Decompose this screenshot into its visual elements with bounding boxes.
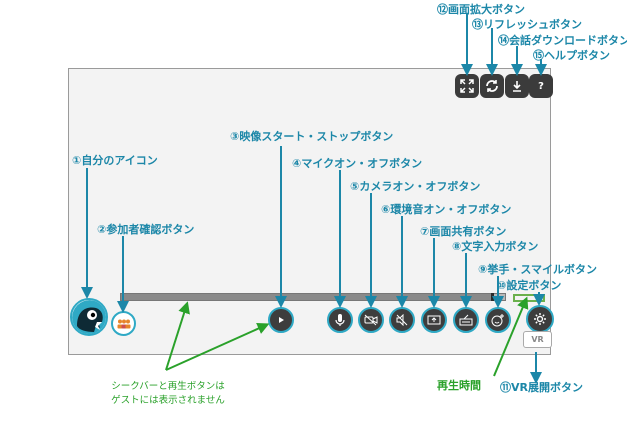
own-avatar[interactable] bbox=[70, 298, 108, 336]
help-icon: ? bbox=[538, 80, 544, 92]
label-settings: ⑩設定ボタン bbox=[497, 279, 562, 292]
download-button[interactable] bbox=[505, 74, 529, 98]
label-refresh: ⑬リフレッシュボタン bbox=[472, 18, 582, 31]
label-help: ⑮ヘルプボタン bbox=[533, 49, 610, 62]
label-screen-share: ⑦画面共有ボタン bbox=[420, 225, 507, 238]
smile-plus-icon bbox=[491, 314, 504, 327]
guest-note-line-2: ゲストには表示されません bbox=[111, 395, 225, 406]
refresh-button[interactable] bbox=[480, 74, 504, 98]
label-ambient: ⑥環境音オン・オフボタン bbox=[381, 203, 512, 216]
own-avatar-icon bbox=[72, 300, 106, 334]
mic-button[interactable] bbox=[327, 307, 353, 333]
participants-icon bbox=[117, 319, 130, 328]
raise-hand-button[interactable] bbox=[485, 307, 511, 333]
refresh-icon bbox=[486, 80, 498, 92]
label-download: ⑭会話ダウンロードボタン bbox=[498, 34, 627, 47]
camera-button[interactable] bbox=[358, 307, 384, 333]
keyboard-icon bbox=[459, 314, 473, 326]
label-camera: ⑤カメラオン・オフボタン bbox=[350, 180, 481, 193]
gear-icon bbox=[534, 313, 546, 325]
label-raise-hand: ⑨挙手・スマイルボタン bbox=[478, 263, 597, 276]
label-mic: ④マイクオン・オフボタン bbox=[292, 157, 423, 170]
mic-icon bbox=[335, 314, 345, 326]
download-icon bbox=[513, 81, 521, 92]
video-play-button[interactable] bbox=[268, 307, 294, 333]
seek-progress bbox=[121, 294, 494, 300]
camera-off-icon bbox=[364, 314, 378, 326]
guest-note-line-1: シークバーと再生ボタンは bbox=[111, 381, 225, 392]
vr-button[interactable]: VR bbox=[523, 331, 552, 348]
guest-note: シークバーと再生ボタンは ゲストには表示されません bbox=[78, 380, 258, 408]
label-own-icon: ①自分のアイコン bbox=[72, 154, 158, 167]
label-vr: ⑪VR展開ボタン bbox=[500, 381, 583, 394]
speaker-mute-icon bbox=[396, 314, 408, 326]
label-playback-time: 再生時間 bbox=[437, 379, 481, 392]
label-text-input: ⑧文字入力ボタン bbox=[452, 240, 539, 253]
play-icon bbox=[279, 317, 284, 323]
help-button[interactable]: ? bbox=[529, 74, 553, 98]
screen-share-button[interactable] bbox=[421, 307, 447, 333]
vr-button-label: VR bbox=[531, 335, 544, 344]
screen-share-icon bbox=[427, 315, 441, 325]
text-input-button[interactable] bbox=[453, 307, 479, 333]
ambient-sound-button[interactable] bbox=[389, 307, 415, 333]
fullscreen-icon bbox=[460, 79, 474, 93]
label-participants: ②参加者確認ボタン bbox=[97, 223, 195, 236]
fullscreen-button[interactable] bbox=[455, 74, 479, 98]
label-fullscreen: ⑫画面拡大ボタン bbox=[437, 3, 525, 16]
label-video: ③映像スタート・ストップボタン bbox=[230, 130, 394, 143]
